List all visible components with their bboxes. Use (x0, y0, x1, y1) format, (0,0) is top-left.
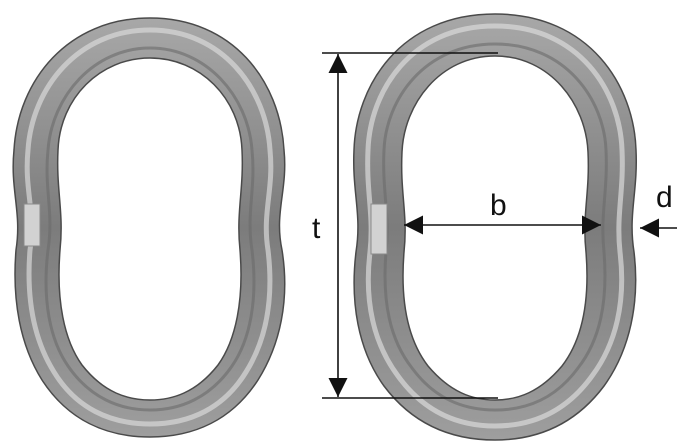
right-link-shadow-line (382, 42, 608, 412)
dimension-d-label: d (656, 181, 673, 214)
right-link-highlight (365, 23, 625, 429)
left-link-highlight (24, 27, 274, 427)
right-master-link (352, 13, 638, 441)
dimension-d: d (640, 181, 677, 238)
dimension-b-label: b (490, 189, 507, 222)
left-link-shadow-line (44, 46, 256, 412)
dimension-t: t (312, 52, 498, 399)
right-link-weld (370, 203, 388, 255)
dimension-b: b (404, 189, 601, 235)
right-link-ring (352, 13, 638, 441)
left-master-link (12, 17, 286, 438)
left-link-ring (12, 17, 286, 438)
left-link-weld (23, 203, 41, 247)
dimension-t-label: t (312, 212, 321, 245)
